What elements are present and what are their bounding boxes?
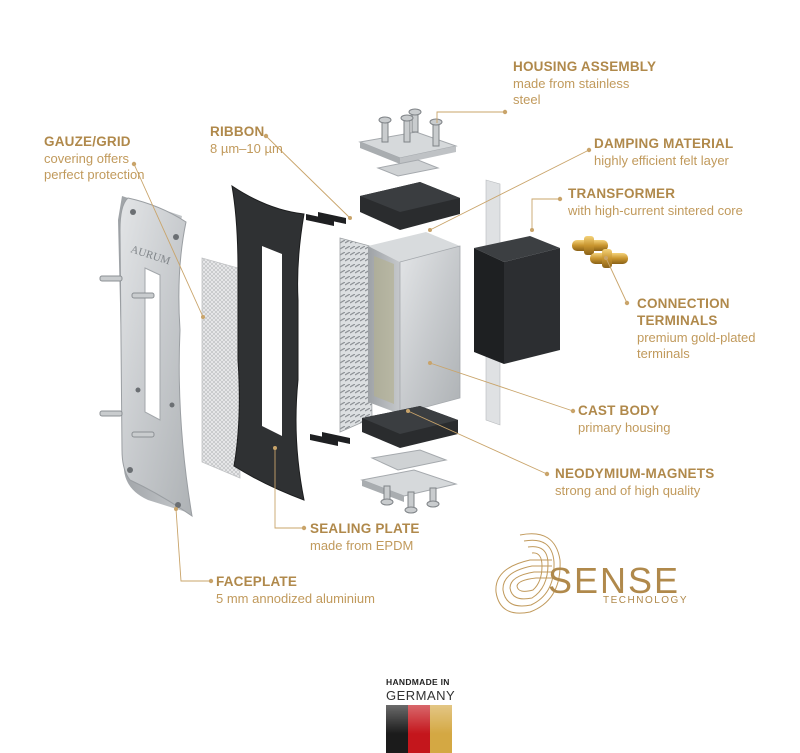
label-desc: premium gold-plated: [637, 329, 756, 345]
label-housing-assembly: HOUSING ASSEMBLY made from stainless ste…: [513, 59, 656, 108]
faceplate-part: AURUM: [99, 196, 193, 518]
connection-terminals-part: [572, 236, 628, 268]
label-desc: highly efficient felt layer: [594, 152, 729, 168]
transformer-part: [474, 236, 560, 364]
brand-subtitle: TECHNOLOGY: [603, 595, 689, 606]
label-desc: strong and of high quality: [555, 482, 701, 498]
housing-top-part: [358, 108, 458, 177]
label-desc: made from stainless: [513, 75, 630, 91]
label-title: CAST BODY: [578, 403, 660, 418]
label-title: FACEPLATE: [216, 574, 298, 589]
leader-dots: [131, 109, 630, 584]
damping-felt-bottom-part: [362, 406, 458, 448]
ribbon-fins-part: [306, 212, 373, 446]
brand-wordmark: SENSE: [548, 560, 681, 601]
neodymium-magnets-part: [360, 449, 458, 514]
label-title: RIBBON: [210, 124, 265, 139]
label-neodymium-magnets: NEODYMIUM-MAGNETS strong and of high qua…: [555, 466, 714, 499]
leader-lines: [133, 111, 628, 582]
label-gauze-grid: GAUZE/GRID covering offers perfect prote…: [44, 134, 144, 183]
label-title: NEODYMIUM-MAGNETS: [555, 466, 715, 481]
label-title-line2: TERMINALS: [637, 312, 718, 328]
label-title: DAMPING MATERIAL: [594, 136, 734, 151]
label-sealing-plate: SEALING PLATE made from EPDM: [310, 521, 420, 554]
label-connection-terminals: CONNECTION TERMINALS premium gold-plated…: [637, 296, 756, 362]
label-title: SEALING PLATE: [310, 521, 420, 536]
label-faceplate: FACEPLATE 5 mm annodized aluminium: [216, 574, 375, 607]
label-desc: perfect protection: [44, 167, 145, 183]
label-cast-body: CAST BODY primary housing: [578, 403, 671, 436]
label-desc: made from EPDM: [310, 537, 414, 553]
label-transformer: TRANSFORMER with high-current sintered c…: [568, 186, 743, 219]
sense-logo-mark: [495, 533, 561, 614]
label-desc: 8 µm–10 µm: [210, 140, 283, 156]
label-desc: with high-current sintered core: [568, 202, 743, 218]
label-desc: covering offers: [44, 150, 130, 166]
label-desc: steel: [513, 92, 541, 108]
label-desc: 5 mm annodized aluminium: [216, 590, 375, 606]
handmade-country: GERMANY: [386, 688, 456, 703]
germany-flag-badge: [386, 705, 452, 753]
label-title: CONNECTION: [637, 296, 730, 311]
cast-body-part: [368, 232, 461, 415]
handmade-title: HANDMADE IN: [386, 677, 450, 687]
label-damping-material: DAMPING MATERIAL highly efficient felt l…: [594, 136, 733, 169]
label-desc: terminals: [637, 346, 690, 361]
label-ribbon: RIBBON 8 µm–10 µm: [210, 124, 283, 157]
label-desc: primary housing: [578, 419, 671, 435]
label-title: TRANSFORMER: [568, 186, 676, 201]
label-title: HOUSING ASSEMBLY: [513, 59, 657, 74]
gauze-grid-part: [201, 257, 241, 479]
sealing-plate-part: [231, 184, 305, 501]
label-title: GAUZE/GRID: [44, 134, 131, 149]
damping-felt-part: [360, 182, 460, 230]
